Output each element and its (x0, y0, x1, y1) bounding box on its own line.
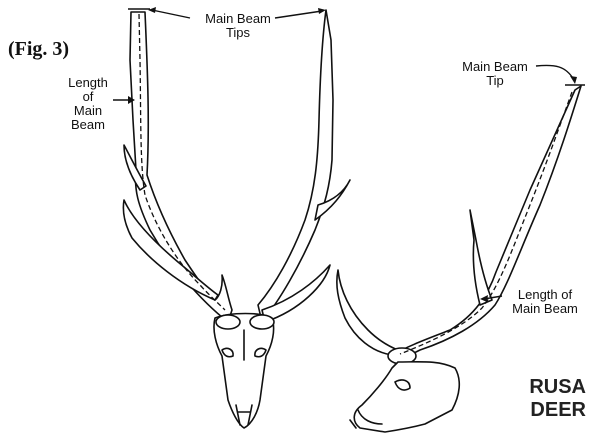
length-front-line2: of (60, 90, 116, 104)
main-beam-tips-label: Main Beam Tips (193, 12, 283, 40)
length-side-line2: Main Beam (502, 302, 588, 316)
side-antler-brow (337, 270, 398, 355)
arrowhead-tips-left (148, 7, 156, 13)
side-antler-tine (470, 210, 492, 305)
length-front-line3: Main (60, 104, 116, 118)
length-front-line1: Length (60, 76, 116, 90)
length-side-line1: Length of (502, 288, 588, 302)
front-left-burr (216, 315, 240, 329)
front-right-burr (250, 315, 274, 329)
figure-label: (Fig. 3) (8, 38, 69, 61)
tip-leader-side (536, 65, 574, 80)
main-beam-tip-side-line2: Tip (452, 74, 538, 88)
species-title: RUSA DEER (529, 376, 586, 422)
side-antler-beam (392, 86, 581, 363)
main-beam-tips-line1: Main Beam (193, 12, 283, 26)
length-front-line4: Beam (60, 118, 116, 132)
main-beam-tip-side-label: Main Beam Tip (452, 60, 538, 88)
species-title-line2: DEER (529, 399, 586, 422)
length-of-main-beam-side-label: Length of Main Beam (502, 288, 588, 316)
main-beam-tips-line2: Tips (193, 26, 283, 40)
tips-leader-left (152, 10, 190, 18)
arrowhead-tip-side (570, 76, 577, 84)
species-title-line1: RUSA (529, 376, 586, 399)
main-beam-tip-side-line1: Main Beam (452, 60, 538, 74)
length-of-main-beam-front-label: Length of Main Beam (60, 76, 116, 132)
